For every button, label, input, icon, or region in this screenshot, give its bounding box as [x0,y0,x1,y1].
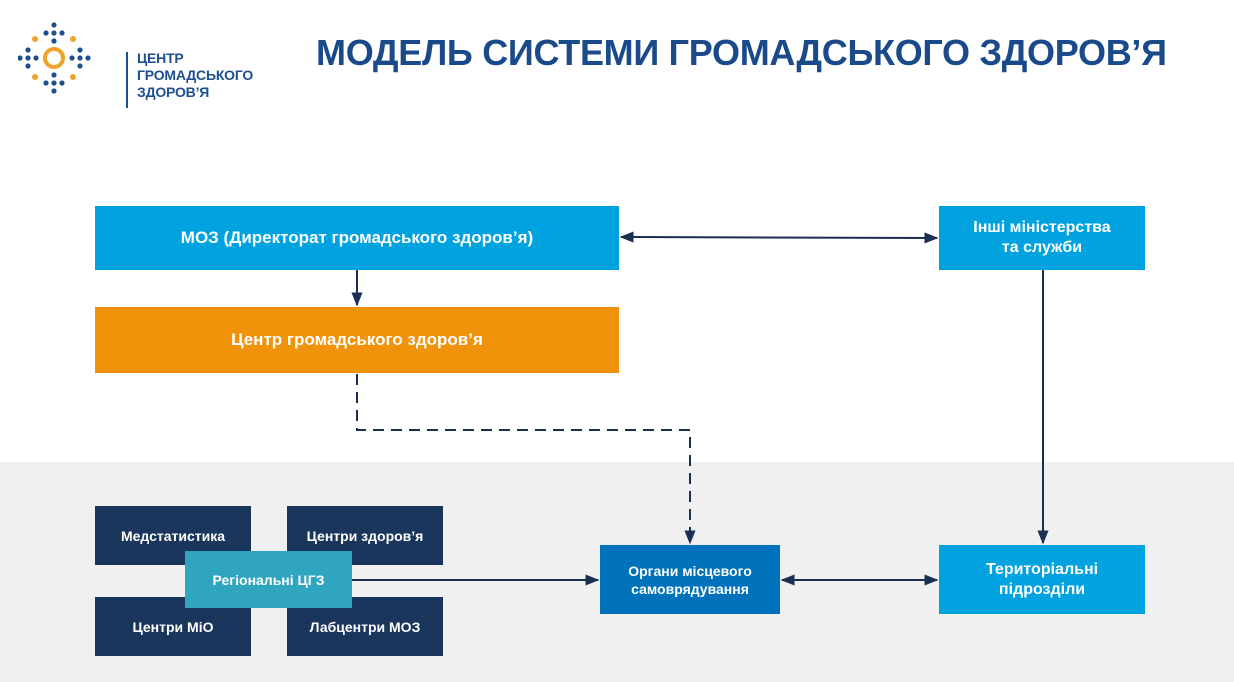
node-medstat-label: Медстатистика [120,527,226,544]
node-other-ministries: Інші міністерства та служби [939,206,1145,270]
logo-line-2: ГРОМАДСЬКОГО [137,67,254,83]
node-phc-label: Центр громадського здоров’я [231,330,483,349]
node-other-ministries-line-2: та служби [1001,239,1083,256]
node-local-gov-line-2: самоврядування [631,580,749,597]
node-phc: Центр громадського здоров’я [95,307,619,373]
node-territorial: Територіальні підрозділи [939,545,1145,614]
node-territorial-line-2: підрозділи [998,580,1086,598]
node-health-centers-label: Центри здоров’я [306,527,424,544]
node-regional-phc: Регіональні ЦГЗ [185,551,352,608]
node-labcenters-label: Лабцентри МОЗ [309,618,421,635]
node-moz: МОЗ (Директорат громадського здоров’я) [95,206,619,270]
page-title: МОДЕЛЬ СИСТЕМИ ГРОМАДСЬКОГО ЗДОРОВ’Я [316,32,1167,73]
logo-line-3: ЗДОРОВ’Я [137,84,210,100]
node-local-gov-line-1: Органи місцевого [628,562,752,579]
edge-phc-local-gov-dashed [356,374,696,545]
edge-moz-other-ministries [619,231,939,244]
node-territorial-line-1: Територіальні [985,560,1099,578]
logo: ЦЕНТР ГРОМАДСЬКОГО ЗДОРОВ’Я [17,22,253,108]
logo-line-1: ЦЕНТР [137,50,184,66]
logo-text: ЦЕНТР ГРОМАДСЬКОГО ЗДОРОВ’Я [137,50,253,101]
logo-divider [126,52,128,108]
node-centers-mio-label: Центри МіО [132,618,214,635]
node-moz-label: МОЗ (Директорат громадського здоров’я) [180,228,534,247]
node-local-gov: Органи місцевого самоврядування [600,545,780,614]
node-other-ministries-line-1: Інші міністерства [973,219,1111,236]
logo-icon [17,22,91,94]
node-regional-phc-label: Регіональні ЦГЗ [212,571,325,588]
